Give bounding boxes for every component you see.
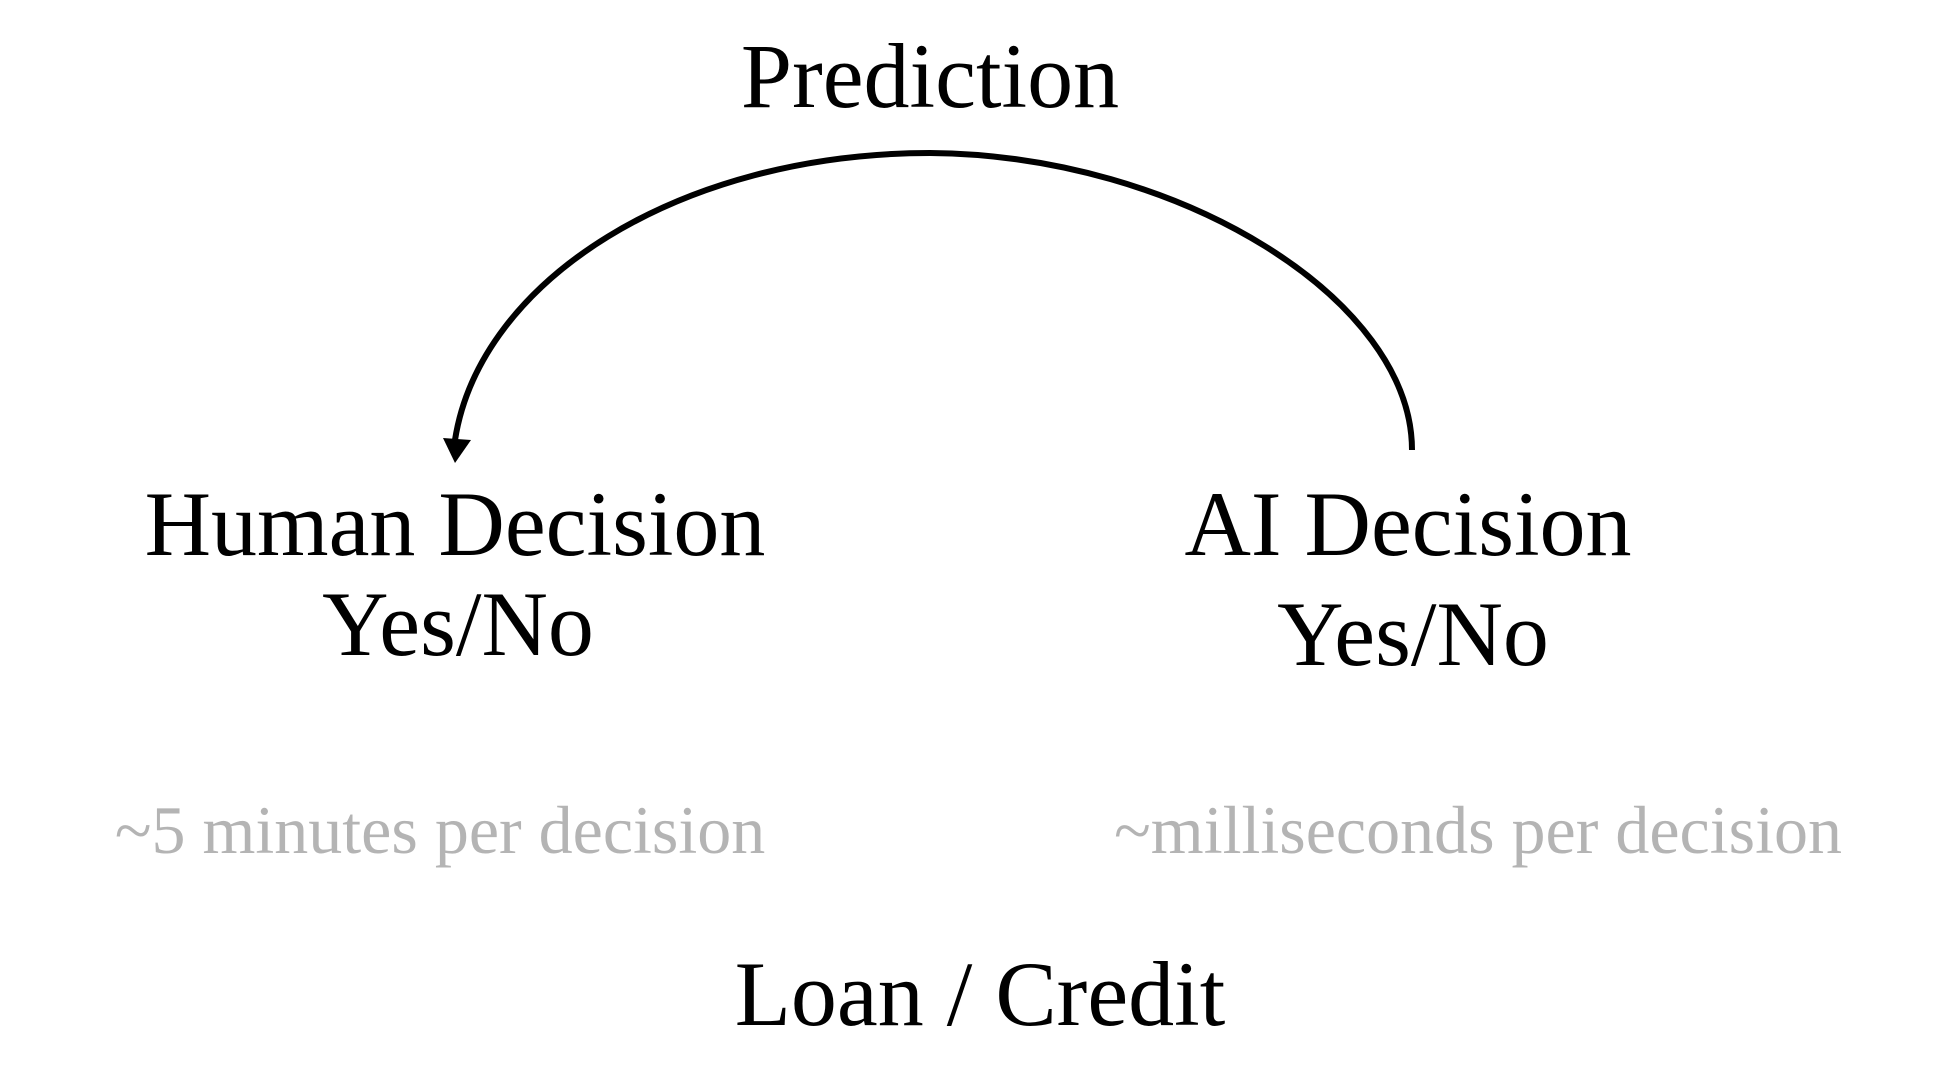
human-decision-time-note: ~5 minutes per decision [114,792,766,868]
ai-decision-time-note: ~milliseconds per decision [1114,792,1842,868]
arc-path [452,149,1415,451]
prediction-label: Prediction [740,25,1120,127]
ai-decision-subtitle: Yes/No [1277,583,1549,685]
human-decision-title: Human Decision [144,473,766,575]
ai-decision-title: AI Decision [1184,473,1632,575]
human-decision-subtitle: Yes/No [322,573,594,675]
arrowhead-icon [443,438,471,463]
loan-credit-label: Loan / Credit [734,943,1226,1045]
